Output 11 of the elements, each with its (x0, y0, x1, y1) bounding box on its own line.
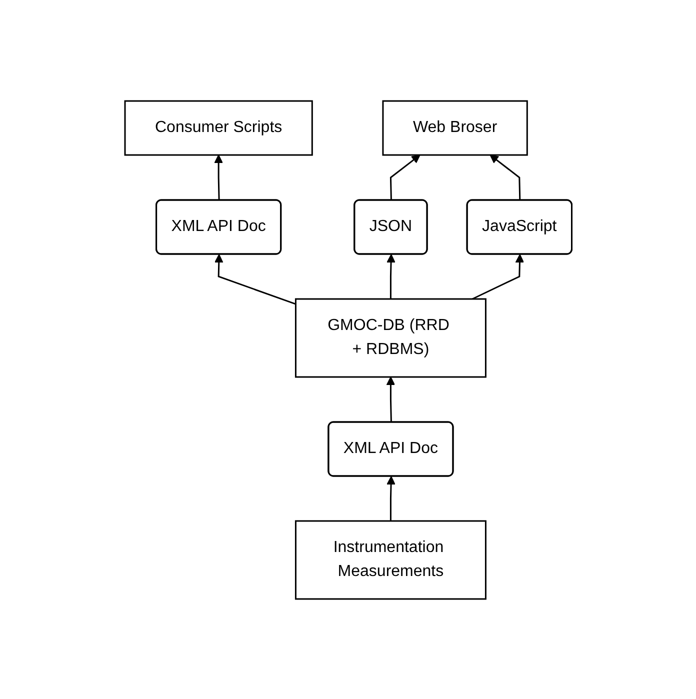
arrow (489, 154, 520, 200)
arrow (386, 376, 395, 422)
arrow (386, 254, 396, 298)
arrow (214, 254, 296, 304)
node-box: Instrumentation Measurements (294, 520, 486, 600)
node-box: GMOC-DB (RRD + RDBMS) (294, 298, 486, 378)
arrow (214, 154, 223, 200)
arrow (386, 476, 396, 520)
node-box: Consumer Scripts (124, 100, 313, 156)
arrow (390, 154, 420, 200)
node-box: Web Broser (382, 100, 528, 156)
